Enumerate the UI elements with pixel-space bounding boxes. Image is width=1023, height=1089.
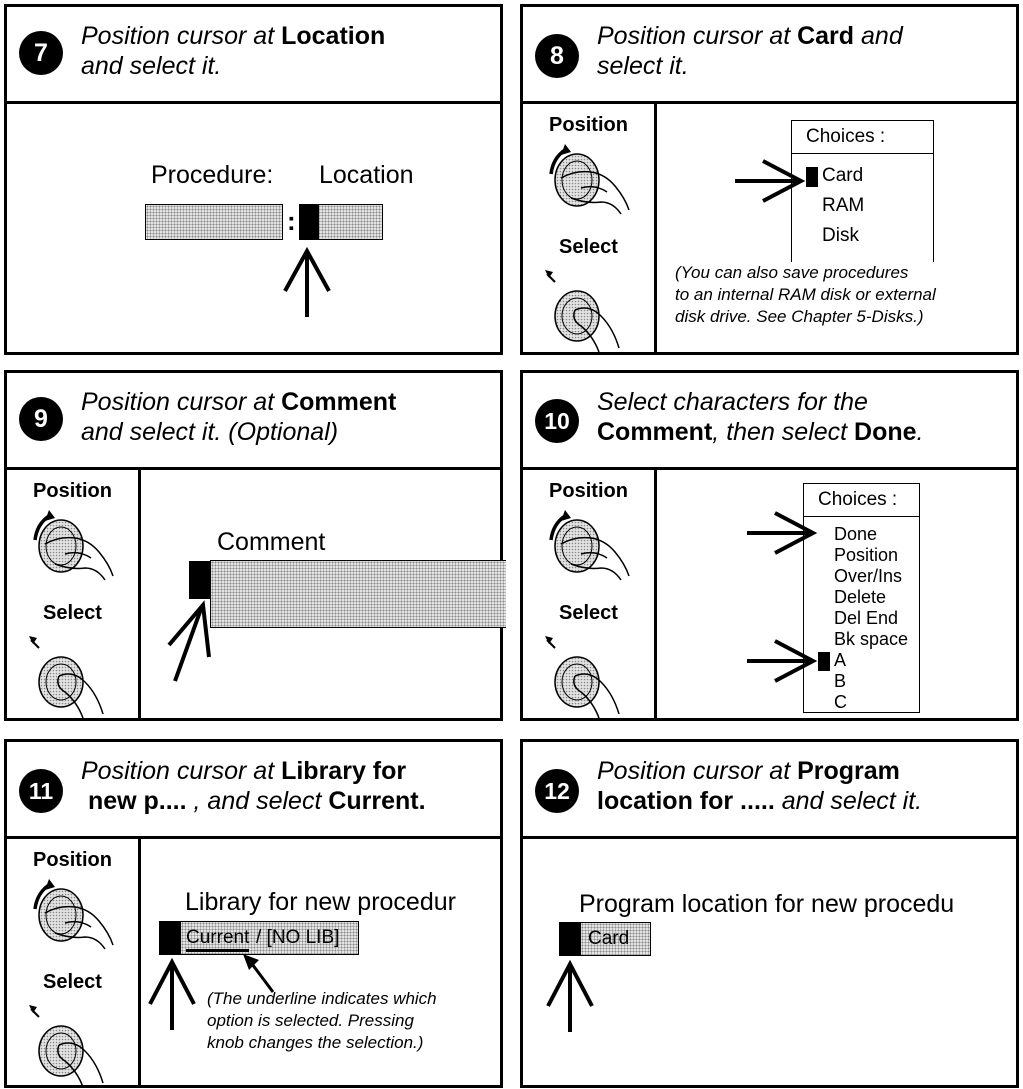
step-number-badge: 8 xyxy=(535,34,579,78)
cursor-block xyxy=(559,922,581,956)
rotate-knob-icon xyxy=(541,140,631,220)
location-label: Location xyxy=(319,161,414,189)
procedure-label: Procedure: xyxy=(151,161,274,189)
option-current[interactable]: Current xyxy=(186,927,250,952)
field-separator: : xyxy=(287,206,296,236)
step-instruction: Position cursor at Location and select i… xyxy=(81,22,386,80)
choices-list: Done Position Over/Ins Delete Del End Bk… xyxy=(834,524,908,713)
push-knob-icon xyxy=(25,999,115,1089)
diagonal-arrow-icon xyxy=(167,600,211,682)
panel-step-8: 8 Position cursor at Card and select it.… xyxy=(520,4,1019,355)
push-knob-icon xyxy=(25,630,115,720)
choice-over-ins[interactable]: Over/Ins xyxy=(834,566,903,586)
library-option-field[interactable]: Current / [NO LIB] xyxy=(159,921,359,955)
select-label: Select xyxy=(559,236,618,258)
option-no-lib[interactable]: / [NO LIB] xyxy=(256,927,340,948)
position-label: Position xyxy=(549,114,628,136)
choice-b[interactable]: B xyxy=(834,671,847,691)
right-arrow-icon xyxy=(735,159,806,203)
choices-title: Choices : xyxy=(804,484,919,517)
cursor-block xyxy=(806,167,818,187)
underline-note: (The underline indicates which option is… xyxy=(207,989,437,1052)
library-label: Library for new procedur xyxy=(185,888,456,916)
step-number-badge: 11 xyxy=(19,769,63,813)
library-label-clip: Library for new procedur xyxy=(185,888,503,917)
procedure-name-field[interactable] xyxy=(145,204,283,240)
choice-ram[interactable]: RAM xyxy=(822,195,865,216)
cursor-block xyxy=(299,204,319,240)
choice-bk-space[interactable]: Bk space xyxy=(834,629,909,649)
program-label-clip: Program location for new procedu xyxy=(579,890,1019,919)
knob-instructions: Position Select xyxy=(523,104,657,352)
up-arrow-icon xyxy=(546,959,594,1032)
rotate-knob-icon xyxy=(25,506,115,586)
select-label: Select xyxy=(43,971,102,993)
select-label: Select xyxy=(559,602,618,624)
position-label: Position xyxy=(33,480,112,502)
rotate-knob-icon xyxy=(541,506,631,586)
cursor-block xyxy=(189,561,211,599)
step-number-badge: 10 xyxy=(535,399,579,443)
cursor-block xyxy=(818,652,830,671)
panel-step-10: 10 Select characters for the Comment, th… xyxy=(520,370,1019,721)
panel-step-11: 11 Position cursor at Library for new p.… xyxy=(4,739,503,1088)
position-label: Position xyxy=(549,480,628,502)
panel-header: 7 Position cursor at Location and select… xyxy=(7,7,500,104)
select-label: Select xyxy=(43,602,102,624)
knob-instructions: Position Select xyxy=(7,470,141,718)
choices-title: Choices : xyxy=(792,121,933,154)
choice-del-end[interactable]: Del End xyxy=(834,608,899,628)
push-knob-icon xyxy=(541,264,631,354)
step-number-badge: 12 xyxy=(535,769,579,813)
step-number-badge: 9 xyxy=(19,397,63,441)
comment-field[interactable] xyxy=(210,560,506,628)
choice-c[interactable]: C xyxy=(834,692,847,712)
option-card[interactable]: Card xyxy=(588,928,630,949)
choice-card[interactable]: Card xyxy=(822,165,864,186)
panel-step-7: 7 Position cursor at Location and select… xyxy=(4,4,503,355)
step-instruction: Position cursor at Card and select it. xyxy=(597,22,903,80)
choice-position[interactable]: Position xyxy=(834,545,899,565)
choice-delete[interactable]: Delete xyxy=(834,587,887,607)
step-instruction: Position cursor at Library for new p....… xyxy=(81,757,426,815)
choices-menu: Choices : Done Position Over/Ins Delete … xyxy=(803,483,920,713)
rotate-knob-icon xyxy=(25,875,115,955)
knob-instructions: Position Select xyxy=(7,839,141,1085)
panel-header: 9 Position cursor at Comment and select … xyxy=(7,373,500,470)
panel-header: 11 Position cursor at Library for new p.… xyxy=(7,742,500,839)
right-arrow-icon xyxy=(747,511,818,555)
knob-instructions: Position Select xyxy=(523,470,657,718)
program-location-label: Program location for new procedu xyxy=(579,890,955,918)
choice-a[interactable]: A xyxy=(834,650,847,670)
up-arrow-icon xyxy=(283,246,331,317)
step-instruction: Select characters for the Comment, then … xyxy=(597,388,924,446)
comment-label: Comment xyxy=(217,528,326,556)
panel-header: 12 Position cursor at Program location f… xyxy=(523,742,1016,839)
pointer-arrow-icon xyxy=(243,954,275,993)
choices-menu: Choices : Card RAM Disk xyxy=(791,120,934,262)
storage-note: (You can also save procedures to an inte… xyxy=(675,263,936,326)
choice-done[interactable]: Done xyxy=(834,524,878,544)
cursor-block xyxy=(159,921,181,955)
right-arrow-icon xyxy=(747,639,818,683)
step-instruction: Position cursor at Comment and select it… xyxy=(81,388,397,446)
step-instruction: Position cursor at Program location for … xyxy=(597,757,923,815)
panel-header: 10 Select characters for the Comment, th… xyxy=(523,373,1016,470)
choice-disk[interactable]: Disk xyxy=(822,225,859,246)
panel-header: 8 Position cursor at Card and select it. xyxy=(523,7,1016,104)
up-arrow-icon xyxy=(148,957,196,1030)
step-number-badge: 7 xyxy=(19,31,63,75)
position-label: Position xyxy=(33,849,112,871)
panel-step-9: 9 Position cursor at Comment and select … xyxy=(4,370,506,721)
panel-step-12: 12 Position cursor at Program location f… xyxy=(520,739,1019,1088)
push-knob-icon xyxy=(541,630,631,720)
